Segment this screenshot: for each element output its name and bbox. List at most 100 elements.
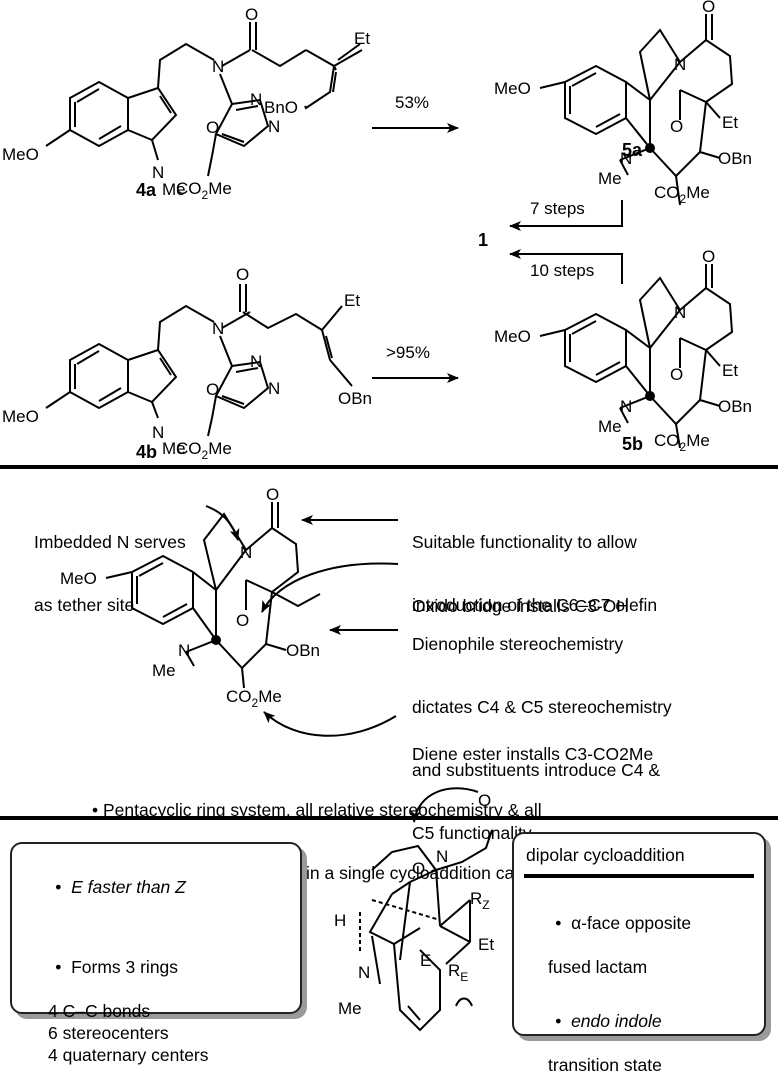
analysis-structure	[105, 502, 321, 689]
meo-label: MeO	[60, 569, 97, 588]
list-item: 4 quaternary centers	[48, 1045, 209, 1065]
n-label: N	[268, 117, 280, 136]
list-item: 4 C–C bonds	[48, 1001, 151, 1021]
o-label: O	[266, 485, 279, 504]
note-line: Imbedded N serves	[34, 532, 186, 552]
n-label: N	[212, 57, 224, 76]
note-line: Oxido bridge installs C3-OH	[412, 596, 629, 616]
scheme-canvas: MeO N Me N O Et BnO N N O CO2Me 4a 53% M…	[0, 0, 778, 1032]
o-label: O	[206, 380, 219, 399]
transition-state-labels: O O N H N Me E Et RZ RE	[334, 791, 494, 1018]
bno-label: BnO	[264, 98, 298, 117]
o-label: O	[702, 247, 715, 266]
oxido-note: Oxido bridge installs C3-OH	[412, 554, 629, 638]
olefin-note: Suitable functionality to allow introduc…	[412, 490, 657, 637]
co2me-label: CO2Me	[176, 439, 232, 462]
o-label: O	[236, 265, 249, 284]
et-label: Et	[344, 291, 360, 310]
summary-line: • Pentacyclic ring system, all relative …	[92, 800, 542, 820]
n-label: N	[178, 641, 190, 660]
list-item: fused lactam	[548, 957, 648, 977]
o-label: O	[206, 118, 219, 137]
analysis-structure-labels: MeO N Me N O O OBn CO2Me	[60, 485, 320, 710]
steps-arrows	[509, 200, 623, 284]
obn-label: OBn	[286, 641, 320, 660]
n-label: N	[620, 149, 632, 168]
meo-label: MeO	[494, 327, 531, 346]
co2me-label: CO2Me	[654, 431, 710, 454]
structure-4b-labels: MeO N Me N O Et OBn N N O CO2Me 4b	[2, 265, 372, 462]
structure-5b	[539, 264, 734, 449]
n-label: N	[358, 963, 370, 982]
features-list: • E faster than Z • Forms 3 rings 4 C–C …	[26, 854, 209, 1066]
tether-note: Imbedded N serves as tether site	[34, 490, 186, 637]
me-label: Me	[598, 417, 622, 436]
et-label: Et	[722, 361, 738, 380]
co2me-label: CO2Me	[226, 687, 282, 710]
structure-4b	[45, 284, 353, 437]
o-label: O	[478, 791, 491, 810]
n-label: N	[674, 55, 686, 74]
obn-label: OBn	[718, 149, 752, 168]
meo-label: MeO	[2, 145, 39, 164]
box-title-rule	[524, 874, 754, 878]
structure-4a	[45, 22, 363, 177]
transition-state-drawing	[359, 787, 493, 1032]
features-box: • E faster than Z • Forms 3 rings 4 C–C …	[10, 842, 302, 1065]
compound-4a-label: 4a	[136, 180, 157, 200]
me-label: Me	[338, 999, 362, 1018]
et-label: Et	[722, 113, 738, 132]
note-line: introduction of the C6–C7 olefin	[412, 595, 658, 615]
note-line: Suitable functionality to allow	[412, 532, 637, 552]
meo-label: MeO	[2, 407, 39, 426]
n-label: N	[240, 543, 252, 562]
note-line: C5 functionality	[412, 823, 532, 843]
me-label: Me	[598, 169, 622, 188]
e-label: E	[420, 951, 431, 970]
me-label: Me	[162, 180, 186, 199]
note-line: Dienophile stereochemistry	[412, 634, 624, 654]
list-item: • α-face opposite	[555, 913, 692, 933]
n-label: N	[152, 163, 164, 182]
co2me-label: CO2Me	[654, 183, 710, 206]
cycloaddition-box: dipolar cycloaddition • α-face opposite …	[512, 832, 766, 1075]
structure-4a-labels: MeO N Me N O Et BnO N N O CO2Me 4a	[2, 5, 370, 202]
list-item: 6 stereocenters	[48, 1023, 169, 1043]
structure-5b-labels: MeO N Me N O O Et OBn CO2Me 5b	[494, 247, 752, 454]
note-line: as tether site	[34, 595, 135, 615]
steps-b-label: 10 steps	[530, 261, 594, 280]
et-label: Et	[478, 935, 494, 954]
compound-5a-label: 5a	[622, 140, 643, 160]
analysis-arrows	[205, 505, 399, 737]
n-label: N	[268, 379, 280, 398]
o-label: O	[702, 0, 715, 16]
meo-label: MeO	[494, 79, 531, 98]
o-label: O	[670, 117, 683, 136]
co2me-label: CO2Me	[176, 179, 232, 202]
diene-ester-note: Diene ester installs C3-CO2Me	[412, 702, 653, 786]
obn-label: OBn	[718, 397, 752, 416]
h-label: H	[334, 911, 346, 930]
target-compound-label: 1	[478, 230, 488, 250]
obn-label: OBn	[338, 389, 372, 408]
compound-5b-label: 5b	[622, 434, 643, 454]
list-item: transition state	[548, 1055, 662, 1075]
n-label: N	[250, 352, 262, 371]
n-label: N	[436, 847, 448, 866]
me-label: Me	[162, 439, 186, 458]
cycloaddition-list: • α-face opposite fused lactam • endo in…	[526, 890, 691, 1076]
o-label: O	[412, 859, 425, 878]
box-title: dipolar cycloaddition	[526, 845, 685, 865]
steps-a-label: 7 steps	[530, 199, 585, 218]
list-item: • Forms 3 rings	[55, 957, 179, 977]
dienophile-note: Dienophile stereochemistry dictates C4 &…	[412, 592, 672, 865]
o-label: O	[670, 365, 683, 384]
o-label: O	[236, 611, 249, 630]
n-label: N	[620, 397, 632, 416]
re-label: RE	[448, 961, 468, 984]
n-label: N	[152, 423, 164, 442]
yield-b-label: >95%	[386, 343, 430, 362]
compound-4b-label: 4b	[136, 442, 157, 462]
note-line: Diene ester installs C3-CO2Me	[412, 744, 654, 764]
o-label: O	[245, 5, 258, 24]
